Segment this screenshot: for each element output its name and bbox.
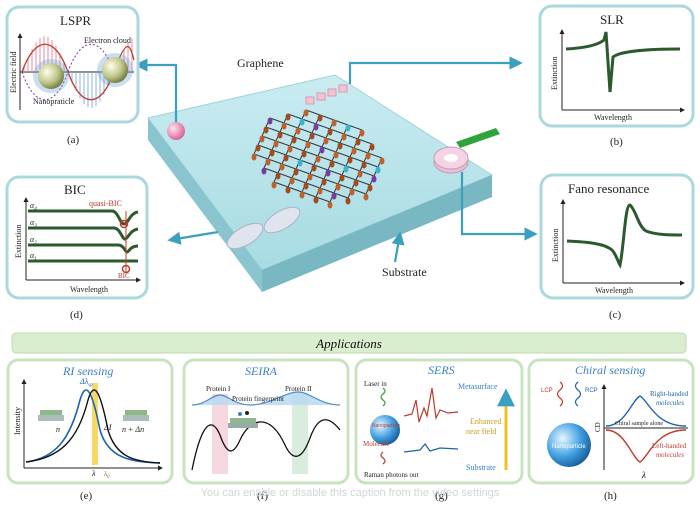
laser-label: Laser in [364, 380, 387, 388]
enhanced2-label: near field [466, 427, 496, 436]
right-handed-1: Right-handed [650, 390, 689, 398]
sers-substrate-label: Substrate [466, 463, 496, 472]
electron-cloud-label: Electron cloud [84, 36, 131, 45]
bic-title: BIC [64, 182, 86, 197]
ri-di: ΔI [103, 423, 112, 432]
panel-f-seira: SEIRA Protein I Protein II Protein finge… [182, 358, 350, 485]
bic-disk-pair [226, 206, 301, 250]
svg-text:α3: α3 [30, 218, 37, 229]
svg-text:λ0: λ0 [103, 470, 110, 480]
lspr-ylabel: Electric field [9, 51, 18, 93]
panel-c-fano: Fano resonance Extinction Wavelength [539, 173, 695, 300]
slr-title: SLR [600, 12, 624, 27]
fano-xlabel: Wavelength [595, 286, 633, 295]
lspr-title: LSPR [60, 13, 91, 28]
lspr-nanoparticle [167, 122, 185, 140]
sers-nanoparticle-label: Nanoparticle [372, 423, 400, 429]
slr-xlabel: Wavelength [594, 113, 632, 122]
slr-cube-array [305, 84, 348, 105]
seira-title: SEIRA [245, 364, 278, 378]
metasurface-label: Metasurface [458, 382, 498, 391]
slr-ylabel: Extinction [550, 57, 559, 90]
chiral-alone-label: Chiral sample alone [615, 421, 663, 427]
ri-ylabel: Intensity [13, 407, 22, 435]
chiral-nanoparticle-label: Nanoparticle [552, 444, 586, 450]
svg-text:α4: α4 [30, 201, 37, 212]
caption-h: (h) [604, 490, 617, 502]
svg-text:α1: α1 [30, 251, 37, 262]
enhanced1-label: Enhanced [470, 417, 502, 426]
ri-title: RI sensing [62, 364, 113, 378]
sers-title: SERS [428, 363, 455, 377]
caption-e: (e) [80, 490, 93, 502]
fano-title: Fano resonance [568, 181, 649, 196]
svg-text:Δλsp: Δλsp [79, 377, 93, 388]
quasi-bic-label: quasi-BIC [89, 199, 122, 208]
left-handed-2: molecules [656, 451, 684, 459]
cd-label: CD [594, 422, 602, 432]
panel-h-chiral: Chiral sensing LCP RCP Nanoparticle CD R… [527, 358, 695, 485]
substrate-slab [147, 74, 494, 292]
right-handed-2: molecules [656, 399, 684, 407]
caption-c: (c) [609, 309, 622, 321]
fano-green-bar [456, 128, 500, 148]
video-caption-overlay: You can enable or disable this caption f… [200, 487, 500, 499]
applications-title: Applications [315, 336, 382, 351]
protein2-label: Protein II [285, 385, 312, 393]
bic-ylabel: Extinction [14, 225, 23, 258]
raman-label: Raman photons out [364, 471, 418, 479]
molecule-label: Molecule [363, 440, 389, 448]
graphene-lattice [251, 109, 385, 209]
caption-b: (b) [610, 136, 623, 148]
fingerprint-label: Protein fingerprint [232, 395, 284, 403]
protein1-label: Protein I [206, 385, 231, 393]
panel-d-bic: BIC Extinction Wavelength α4 α3 α2 α1 qu… [5, 175, 149, 300]
fano-ylabel: Extinction [551, 229, 560, 262]
bic-xlabel: Wavelength [70, 285, 108, 294]
panel-b-slr: SLR Extinction Wavelength [538, 4, 695, 128]
substrate-label: Substrate [382, 265, 427, 279]
ri-lambda: λ [91, 469, 96, 478]
fano-ring-resonator [433, 146, 469, 174]
lcp-label: LCP [541, 388, 553, 394]
panel-g-sers: SERS Laser in Nanoparticle Molecule Rama… [354, 358, 524, 485]
graphene-label: Graphene [237, 56, 284, 70]
caption-d: (d) [70, 309, 83, 321]
nanoparticle-label: Nanopraticle [33, 97, 75, 106]
bic-label: BIC [118, 272, 130, 280]
ri-n2: n + Δn [122, 425, 144, 434]
panel-e-ri-sensing: RI sensing Intensity n n + Δn Δλsp ΔI λ … [6, 358, 174, 485]
chiral-xlabel: λ [641, 470, 646, 480]
ri-n: n [56, 425, 60, 434]
panel-a-lspr: LSPR Electric field Electron cloud Nanop… [5, 5, 140, 124]
caption-a: (a) [67, 134, 80, 146]
caption-g: (g) [435, 490, 448, 502]
rcp-label: RCP [585, 388, 598, 394]
connector-arrows [134, 56, 538, 263]
chiral-title: Chiral sensing [575, 363, 645, 377]
svg-text:α2: α2 [30, 235, 37, 246]
left-handed-1: Left-handed [652, 442, 687, 450]
applications-header: Applications [11, 332, 687, 354]
caption-f: (f) [257, 490, 268, 502]
